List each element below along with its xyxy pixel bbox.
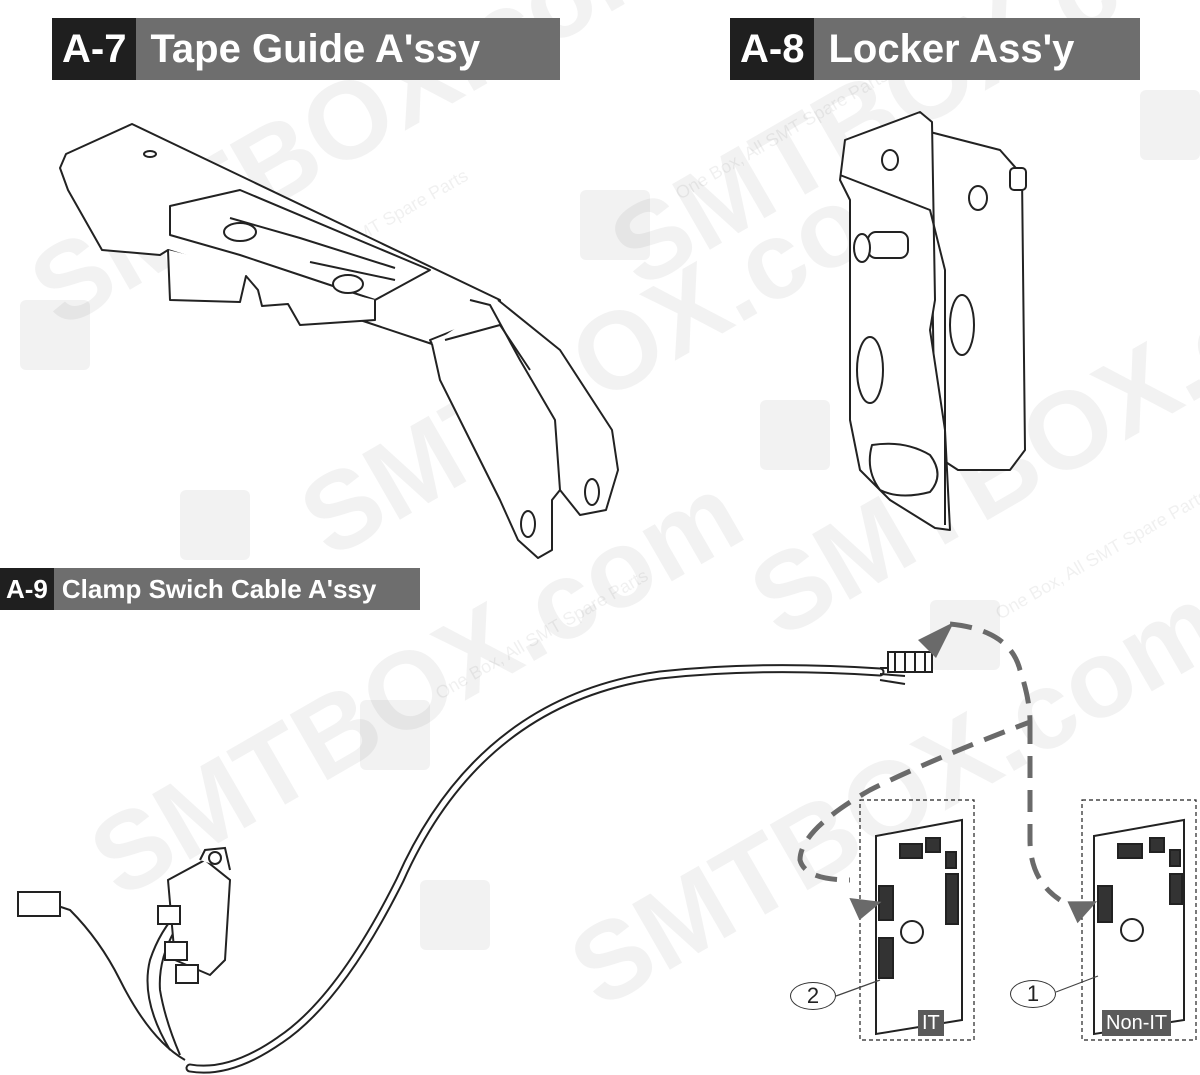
watermark-logo xyxy=(360,700,430,770)
watermark-logo xyxy=(20,300,90,370)
callout-1: 1 xyxy=(1010,980,1056,1008)
variant-label-non-it: Non-IT xyxy=(1102,1010,1172,1036)
clamp-switch-cable xyxy=(17,651,933,1074)
callout-2: 2 xyxy=(790,982,836,1010)
section-code: A-7 xyxy=(52,18,137,80)
pcb-it xyxy=(859,799,975,1041)
section-header-a7: A-7 Tape Guide A'ssy xyxy=(52,18,561,80)
callout-leaders xyxy=(835,975,1099,997)
watermark-logo xyxy=(1140,90,1200,160)
pcb-non-it xyxy=(1081,799,1197,1041)
arrow-heads xyxy=(849,622,1098,924)
section-header-a8: A-8 Locker Ass'y xyxy=(730,18,1141,80)
tape-guide-assembly xyxy=(59,123,619,559)
section-code: A-9 xyxy=(0,568,54,610)
watermark-logo xyxy=(580,190,650,260)
routing-paths xyxy=(797,621,1062,903)
locker-assembly xyxy=(839,111,1027,531)
section-title: Tape Guide A'ssy xyxy=(136,18,561,80)
watermark-logo xyxy=(420,880,490,950)
watermark-logo xyxy=(760,400,830,470)
section-header-a9: A-9 Clamp Swich Cable A'ssy xyxy=(0,568,421,610)
section-code: A-8 xyxy=(730,18,815,80)
watermark-logo xyxy=(180,490,250,560)
watermark-logo xyxy=(930,600,1000,670)
variant-label-it: IT xyxy=(918,1010,944,1036)
section-title: Clamp Swich Cable A'ssy xyxy=(53,568,421,610)
section-title: Locker Ass'y xyxy=(814,18,1141,80)
